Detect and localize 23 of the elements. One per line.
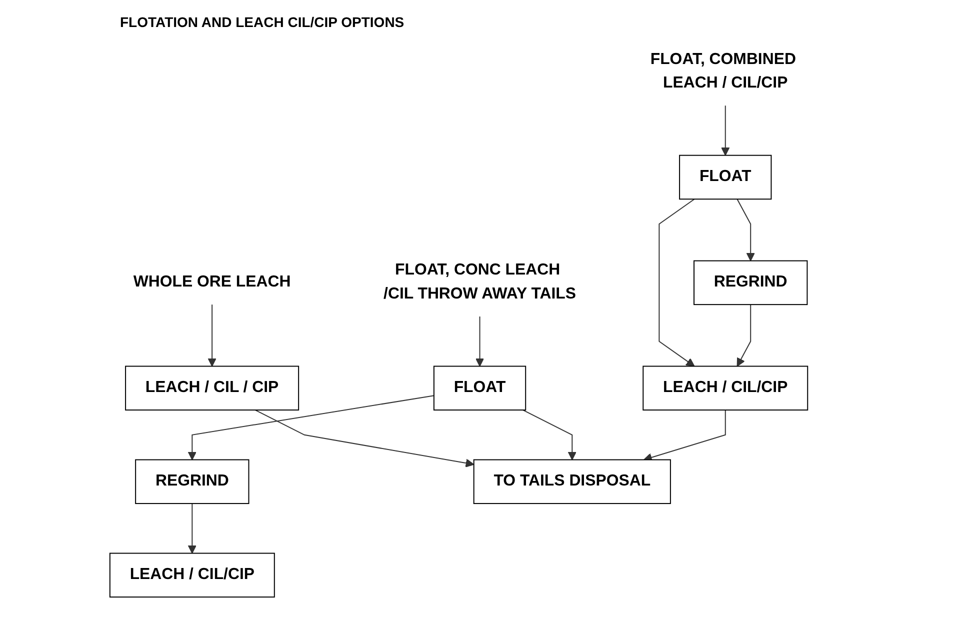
arrow — [187, 503, 196, 554]
node-box: LEACH / CIL / CIP — [124, 366, 299, 411]
arrow — [522, 410, 576, 460]
node-box: FLOAT — [433, 366, 526, 411]
node-box: LEACH / CIL/CIP — [109, 552, 275, 598]
diagram-title: FLOTATION AND LEACH CIL/CIP OPTIONS — [120, 14, 406, 30]
node-box: REGRIND — [134, 459, 249, 504]
node-box: TO TAILS DISPOSAL — [473, 459, 671, 504]
arrow — [658, 198, 695, 367]
node-box: REGRIND — [693, 260, 808, 306]
node-box: FLOAT — [678, 154, 772, 200]
node-text: FLOAT, CONC LEACH /CIL THROW AWAY TAILS — [383, 262, 576, 303]
arrow — [475, 316, 484, 367]
node-text: FLOAT, COMBINED LEACH / CIL/CIP — [650, 50, 796, 92]
arrow — [736, 304, 751, 367]
arrow — [207, 304, 216, 367]
node-box: LEACH / CIL/CIP — [642, 366, 808, 411]
arrow — [254, 410, 474, 468]
arrow — [720, 105, 730, 156]
arrow — [187, 395, 434, 460]
arrow — [643, 410, 726, 462]
node-text: WHOLE ORE LEACH — [133, 274, 290, 291]
arrow — [736, 198, 755, 262]
